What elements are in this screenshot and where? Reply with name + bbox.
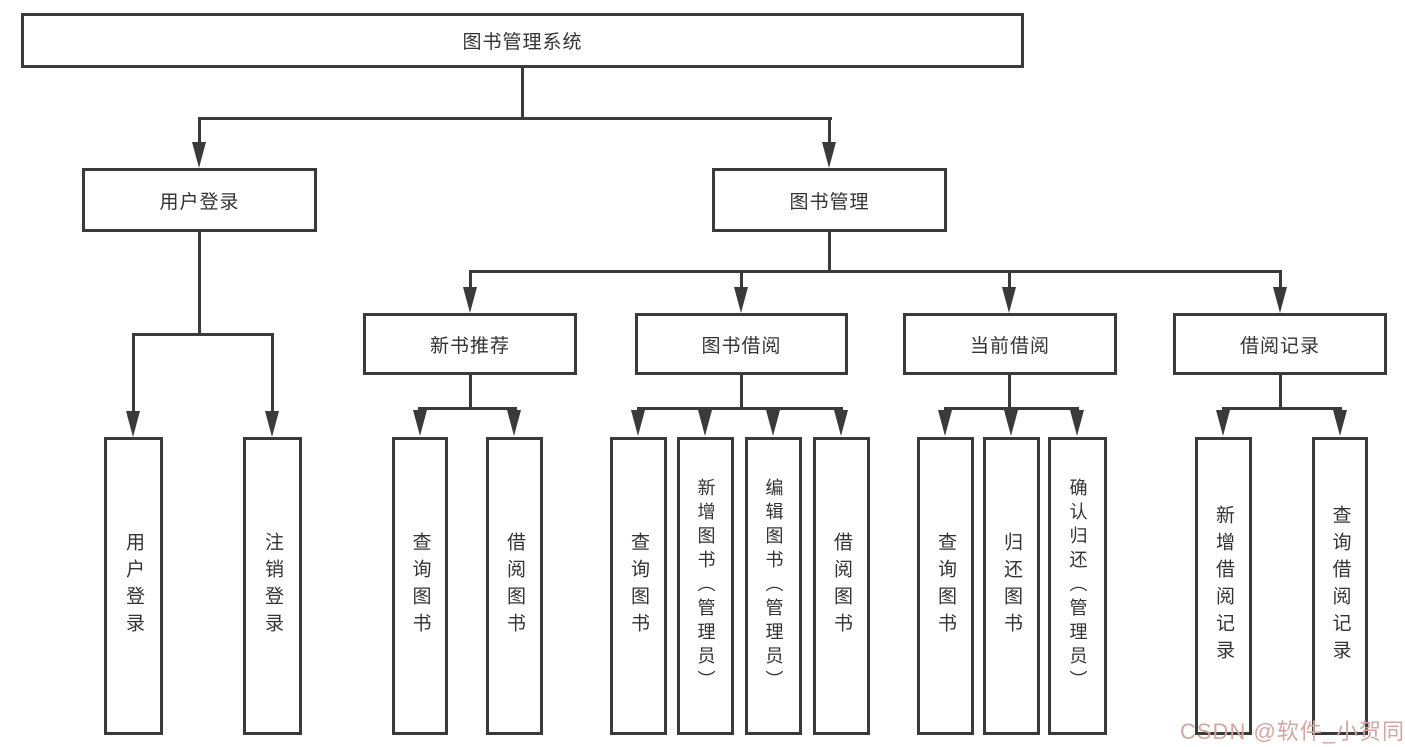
leaf-borrow-query-label: 查询图书 — [628, 532, 649, 640]
connector-newbook-bar — [418, 407, 517, 410]
leaf-current-query-label: 查询图书 — [935, 532, 956, 640]
connector-root-drop-right — [828, 117, 831, 145]
arrow-to-leaf-borrow-query-icon — [631, 410, 645, 436]
leaf-records-query-label: 查询借阅记录 — [1329, 505, 1351, 667]
connector-login-drop-2 — [271, 333, 274, 413]
leaf-newbook-query-label: 查询图书 — [409, 532, 431, 640]
leaf-borrow-edit-admin-label: 编辑图书（管理员） — [763, 478, 784, 694]
leaf-logout: 注销登录 — [243, 437, 302, 735]
connector-login-stem — [198, 232, 201, 333]
leaf-borrow-query: 查询图书 — [610, 437, 667, 735]
connector-mgmt-bar — [469, 270, 1282, 273]
csdn-watermark: CSDN @软件_小贺同学 — [1180, 719, 1405, 744]
connector-records-bar — [1222, 407, 1342, 410]
leaf-current-return-label: 归还图书 — [1001, 532, 1022, 640]
leaf-current-query: 查询图书 — [917, 437, 974, 735]
leaf-logout-label: 注销登录 — [262, 532, 283, 640]
connector-root-stem — [521, 68, 524, 117]
node-book-management-label: 图书管理 — [789, 191, 870, 213]
node-current-borrow: 当前借阅 — [903, 313, 1117, 375]
node-root-label: 图书管理系统 — [462, 32, 583, 53]
leaf-borrow-add-admin-label: 新增图书（管理员） — [695, 478, 716, 694]
arrow-to-book-management-icon — [822, 142, 836, 168]
connector-mgmt-stem — [828, 232, 831, 270]
connector-borrow-stem — [740, 375, 743, 407]
arrow-to-leaf-current-confirm-icon — [1070, 410, 1084, 436]
arrow-to-leaf-borrow-edit-icon — [766, 410, 780, 436]
node-current-borrow-label: 当前借阅 — [969, 335, 1050, 357]
arrow-to-leaf-user-login-icon — [126, 411, 140, 437]
node-book-borrow-label: 图书借阅 — [701, 335, 782, 357]
node-new-book-recommend: 新书推荐 — [363, 313, 577, 375]
arrow-to-new-book-recommend-icon — [463, 287, 477, 313]
leaf-borrow-edit-admin: 编辑图书（管理员） — [745, 437, 802, 735]
arrow-to-leaf-records-add-icon — [1216, 410, 1230, 436]
node-user-login: 用户登录 — [82, 168, 317, 232]
connector-mgmt-drop-3 — [1008, 270, 1011, 290]
arrow-to-book-borrow-icon — [734, 287, 748, 313]
arrow-to-leaf-newbook-query-icon — [413, 410, 427, 436]
leaf-newbook-query: 查询图书 — [392, 437, 448, 735]
node-new-book-recommend-label: 新书推荐 — [429, 335, 510, 357]
connector-root-bar — [198, 117, 832, 120]
arrow-to-leaf-current-query-icon — [938, 410, 952, 436]
leaf-records-add: 新增借阅记录 — [1195, 437, 1252, 735]
leaf-current-confirm-admin-label: 确认归还（管理员） — [1067, 478, 1088, 694]
arrow-to-leaf-current-return-icon — [1004, 410, 1018, 436]
connector-mgmt-drop-1 — [469, 270, 472, 290]
arrow-to-leaf-borrow-add-icon — [698, 410, 712, 436]
leaf-user-login-label: 用户登录 — [123, 532, 144, 640]
node-book-borrow: 图书借阅 — [635, 313, 848, 375]
connector-newbook-stem — [469, 375, 472, 407]
arrow-to-leaf-records-query-icon — [1333, 410, 1347, 436]
connector-mgmt-drop-4 — [1279, 270, 1282, 290]
arrow-to-leaf-newbook-borrow-icon — [507, 410, 521, 436]
leaf-borrow-book: 借阅图书 — [813, 437, 870, 735]
leaf-records-query: 查询借阅记录 — [1312, 437, 1368, 735]
leaf-records-add-label: 新增借阅记录 — [1213, 505, 1234, 667]
connector-root-drop-left — [198, 117, 201, 145]
connector-login-bar — [132, 333, 274, 336]
arrow-to-borrow-records-icon — [1273, 287, 1287, 313]
node-user-login-label: 用户登录 — [159, 191, 240, 213]
connector-mgmt-drop-2 — [740, 270, 743, 290]
arrow-to-current-borrow-icon — [1002, 287, 1016, 313]
arrow-to-leaf-borrow-book-icon — [834, 410, 848, 436]
arrow-to-leaf-logout-icon — [265, 411, 279, 437]
leaf-borrow-book-label: 借阅图书 — [831, 532, 852, 640]
node-book-management: 图书管理 — [712, 168, 947, 232]
node-root: 图书管理系统 — [21, 13, 1024, 68]
leaf-newbook-borrow-label: 借阅图书 — [504, 532, 525, 640]
connector-records-stem — [1279, 375, 1282, 407]
leaf-current-return: 归还图书 — [983, 437, 1040, 735]
connector-borrow-bar — [637, 407, 843, 410]
connector-login-drop-1 — [132, 333, 135, 413]
node-borrow-records: 借阅记录 — [1173, 313, 1387, 375]
leaf-borrow-add-admin: 新增图书（管理员） — [677, 437, 734, 735]
leaf-newbook-borrow: 借阅图书 — [486, 437, 543, 735]
arrow-to-user-login-icon — [192, 142, 206, 168]
leaf-current-confirm-admin: 确认归还（管理员） — [1048, 437, 1107, 735]
connector-current-stem — [1008, 375, 1011, 407]
leaf-user-login: 用户登录 — [104, 437, 163, 735]
node-borrow-records-label: 借阅记录 — [1239, 335, 1320, 357]
connector-current-bar — [944, 407, 1079, 410]
